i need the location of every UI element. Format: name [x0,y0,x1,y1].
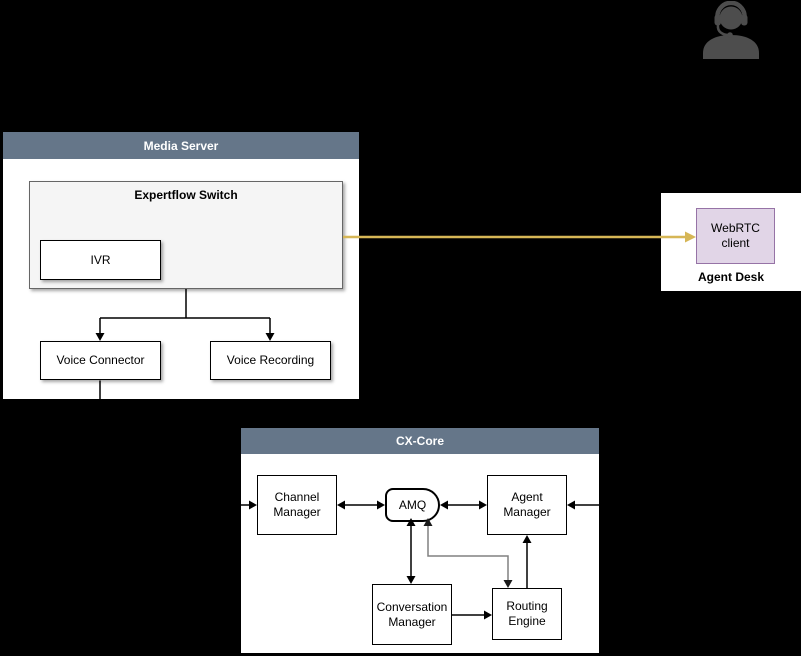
channel-manager-node: Channel Manager [257,475,337,535]
cx-core-header: CX-Core [241,428,599,454]
agent-headset-icon [703,1,759,59]
media-server-title: Media Server [143,138,219,153]
voice-recording-label: Voice Recording [226,353,315,367]
voice-connector-label: Voice Connector [56,353,145,367]
agent-desk-title: Agent Desk [697,270,765,284]
cx-core-title: CX-Core [395,434,444,448]
webrtc-client-node: WebRTC client [696,208,775,264]
voice-recording-node: Voice Recording [210,341,331,380]
conversation-manager-node: Conversation Manager [372,584,452,645]
agent-manager-node: Agent Manager [487,475,567,535]
expertflow-switch-title: Expertflow Switch [134,188,238,202]
media-server-header: Media Server [3,132,359,159]
ivr-label: IVR [90,252,111,267]
channel-manager-label: Channel Manager [273,490,321,519]
ivr-node: IVR [40,240,161,280]
amq-label: AMQ [398,498,427,512]
conversation-manager-label: Conversation Manager [376,599,448,629]
routing-engine-node: Routing Engine [492,588,562,640]
webrtc-client-label: WebRTC client [711,221,760,250]
routing-engine-label: Routing Engine [506,599,548,628]
voice-connector-node: Voice Connector [40,341,161,380]
agent-manager-label: Agent Manager [503,490,551,519]
amq-node: AMQ [385,488,440,522]
